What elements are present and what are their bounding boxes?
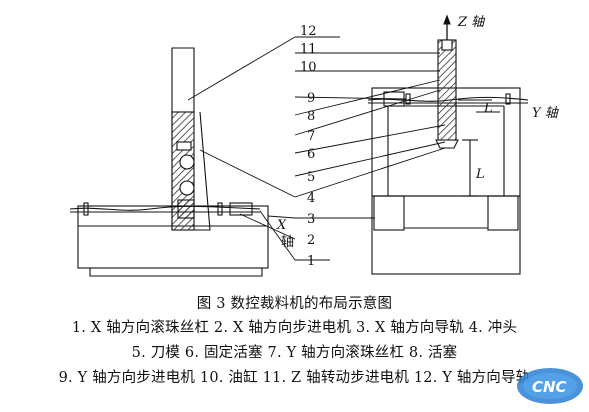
l-small-label: L <box>483 101 493 116</box>
x-axis-label-top: X <box>276 218 287 233</box>
x-axis-label-bottom: 轴 <box>281 235 294 250</box>
callout-10: 10 <box>300 60 317 75</box>
column-guide <box>171 47 195 113</box>
right-base <box>371 195 521 275</box>
l-dimension-label: L <box>475 167 485 182</box>
legend-line-3: 9. Y 轴方向步进电机 10. 油缸 11. Z 轴转动步进电机 12. Y … <box>58 370 531 386</box>
callout-5: 5 <box>307 170 315 185</box>
callout-12: 12 <box>300 24 317 39</box>
figure-caption: 图 3 数控裁料机的布局示意图 <box>196 296 393 312</box>
callouts: 12 11 10 9 8 7 6 5 4 3 2 1 Z 轴 Y 轴 X 轴 L… <box>276 15 560 269</box>
left-machine <box>69 47 269 277</box>
callout-9: 9 <box>307 91 315 106</box>
z-axis-label: Z 轴 <box>457 15 486 30</box>
callout-8: 8 <box>307 109 315 124</box>
watermark-text: CNC <box>532 378 567 396</box>
x-ball-screw <box>69 205 261 211</box>
legend-line-2: 5. 刀模 6. 固定活塞 7. Y 轴方向滚珠丝杠 8. 活塞 <box>131 345 458 361</box>
legend-line-1: 1. X 轴方向滚珠丝杠 2. X 轴方向步进电机 3. X 轴方向导轨 4. … <box>71 320 518 336</box>
layout-diagram: 12 11 10 9 8 7 6 5 4 3 2 1 Z 轴 Y 轴 X 轴 L… <box>69 14 560 277</box>
oil-cylinder <box>437 39 457 141</box>
callout-11: 11 <box>300 42 317 57</box>
callout-3: 3 <box>307 212 315 227</box>
right-machine <box>367 14 529 275</box>
cnc-watermark-logo: CNC <box>517 368 583 404</box>
callout-1: 1 <box>307 254 315 269</box>
callout-7: 7 <box>307 129 315 144</box>
y-axis-label: Y 轴 <box>532 106 560 121</box>
callout-4: 4 <box>307 191 315 206</box>
leader-lines <box>187 36 446 261</box>
callout-2: 2 <box>307 233 315 248</box>
callout-6: 6 <box>307 147 315 162</box>
